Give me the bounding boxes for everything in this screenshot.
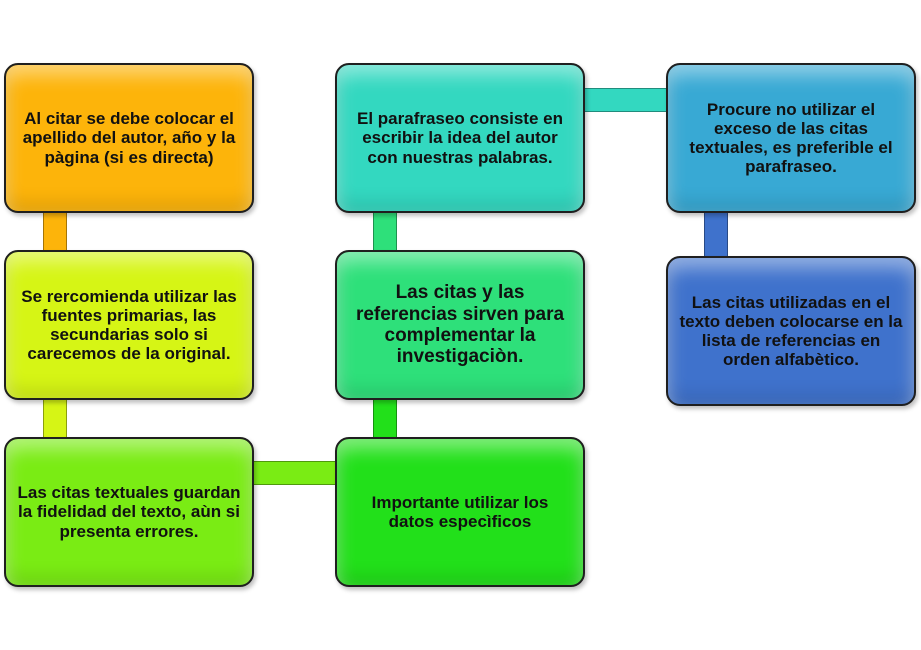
connector-n1-n2 bbox=[43, 211, 67, 251]
node-text: Se rercomienda utilizar las fuentes prim… bbox=[21, 286, 237, 364]
connector-n4-n5 bbox=[373, 398, 397, 438]
node-citas-textuales: Las citas textuales guardan la fidelidad… bbox=[4, 437, 254, 587]
node-exceso-citas: Procure no utilizar el exceso de las cit… bbox=[666, 63, 916, 213]
node-text: El parafraseo consiste en escribir la id… bbox=[357, 109, 563, 167]
connector-n6-n7 bbox=[582, 88, 668, 112]
node-text: Las citas utilizadas en el texto deben c… bbox=[679, 292, 903, 370]
node-lista-referencias: Las citas utilizadas en el texto deben c… bbox=[666, 256, 916, 406]
node-text: Procure no utilizar el exceso de las cit… bbox=[689, 99, 893, 177]
node-text: Importante utilizar los datos especìfico… bbox=[371, 492, 549, 531]
connector-n3-n4 bbox=[252, 461, 338, 485]
node-parafraseo: El parafraseo consiste en escribir la id… bbox=[335, 63, 585, 213]
node-datos-especificos: Importante utilizar los datos especìfico… bbox=[335, 437, 585, 587]
node-text: Las citas textuales guardan la fidelidad… bbox=[17, 483, 241, 541]
node-citar-apellido: Al citar se debe colocar el apellido del… bbox=[4, 63, 254, 213]
node-citas-referencias: Las citas y las referencias sirven para … bbox=[335, 250, 585, 400]
connector-n5-n6 bbox=[373, 211, 397, 251]
connector-n2-n3 bbox=[43, 398, 67, 438]
node-fuentes-primarias: Se rercomienda utilizar las fuentes prim… bbox=[4, 250, 254, 400]
node-text: Al citar se debe colocar el apellido del… bbox=[22, 109, 236, 167]
node-text: Las citas y las referencias sirven para … bbox=[355, 282, 565, 368]
connector-n7-n8 bbox=[704, 211, 728, 257]
